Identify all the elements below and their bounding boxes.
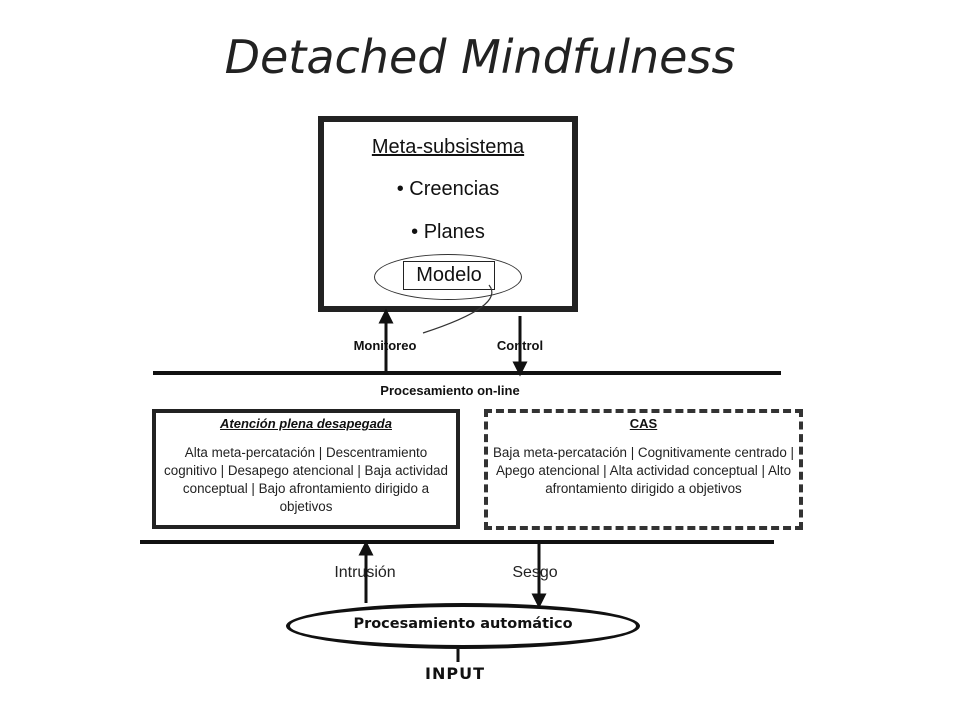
slide-title: Detached Mindfulness xyxy=(224,30,736,84)
meta-subsystem-box xyxy=(318,116,578,312)
meta-item-beliefs: • Creencias xyxy=(396,178,500,200)
online-processing-label: Procesamiento on-line xyxy=(380,383,520,398)
meta-subsystem-heading: Meta-subsistema xyxy=(371,136,525,158)
model-ellipse xyxy=(374,254,522,300)
model-curve xyxy=(422,284,493,334)
intrusion-label: Intrusión xyxy=(334,564,396,581)
automatic-divider-line xyxy=(140,540,774,544)
detached-mindfulness-box xyxy=(152,409,460,529)
cas-description: Baja meta-percatación | Cognitivamente c… xyxy=(493,445,794,496)
automatic-processing-ellipse xyxy=(286,603,640,649)
model-label: Modelo xyxy=(403,261,495,290)
bias-label: Sesgo xyxy=(512,564,558,581)
input-label: INPUT xyxy=(425,664,485,683)
cas-box xyxy=(484,409,803,530)
automatic-processing-label: Procesamiento automático xyxy=(353,616,573,632)
monitoring-label: Monitoreo xyxy=(353,338,417,353)
detached-mindfulness-description: Alta meta-percatación | Descentramiento … xyxy=(164,445,448,514)
control-label: Control xyxy=(496,338,544,353)
meta-item-plans: • Planes xyxy=(411,221,485,243)
online-divider-line xyxy=(153,371,781,375)
cas-title: CAS xyxy=(629,416,658,431)
detached-mindfulness-title: Atención plena desapegada xyxy=(220,416,392,431)
